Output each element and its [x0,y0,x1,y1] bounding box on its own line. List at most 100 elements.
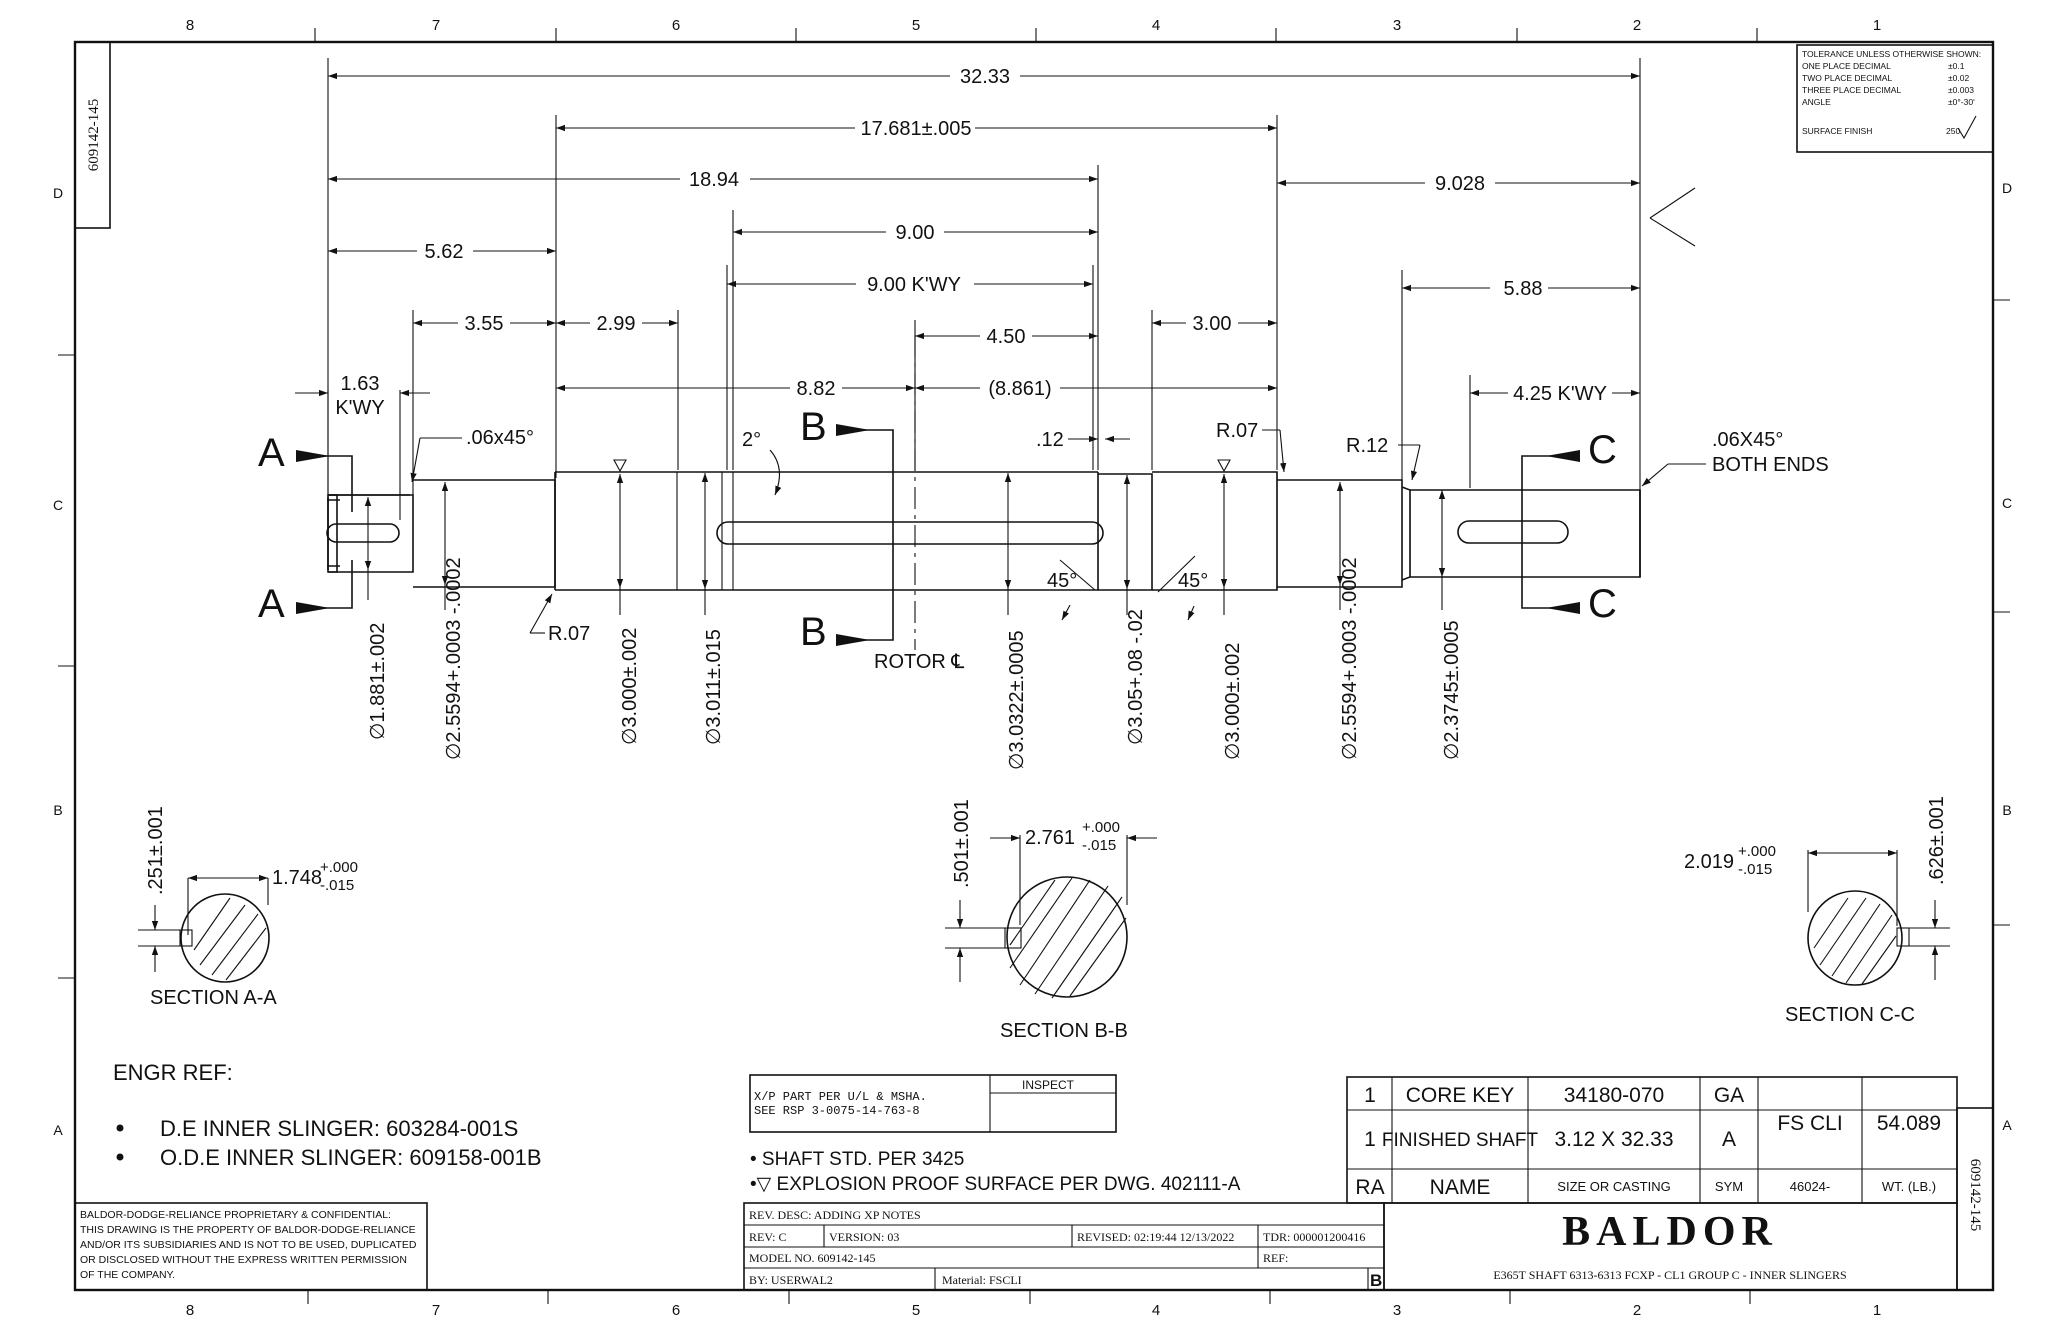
bom-header-weight: WT. (LB.) [1882,1179,1936,1194]
radius-r07-left: R.07 [548,623,590,645]
section-marker-b: B [800,610,827,654]
zone-label: 5 [912,1302,920,1319]
bom-qty: 1 [1364,1128,1376,1151]
model-number: MODEL NO. 609142-145 [749,1251,876,1265]
proprietary-notice: BALDOR-DODGE-RELIANCE PROPRIETARY & CONF… [74,1202,428,1291]
bom-header-sym: SYM [1715,1179,1743,1194]
surface-finish-icon [1957,115,1977,140]
bom-name: FINISHED SHAFT [1382,1130,1539,1151]
section-c-tol-up: +.000 [1738,843,1776,860]
dim-012: .12 [1036,429,1064,451]
dim-425-keyway: 4.25 K'WY [1513,383,1607,405]
zone-label: 4 [1152,1302,1160,1319]
tolerance-row-value: ±0.1 [1948,61,1965,71]
dia-25594-left: ∅2.5594+.0003 -.0002 [443,557,465,760]
section-b-dim-v: .501±.001 [951,799,973,888]
bom-header-name: NAME [1430,1176,1491,1199]
keyway-right [1457,520,1569,544]
bom-sym: GA [1714,1084,1744,1107]
zone-label: A [2002,1117,2012,1133]
section-c-title: SECTION C-C [1785,1004,1915,1026]
bom-header-mat: 46024- [1790,1179,1830,1194]
zone-label: D [2002,180,2012,196]
section-marker-a: A [258,582,285,626]
section-b-tol-up: +.000 [1082,819,1120,836]
keyway-left [326,523,400,543]
zone-label: 3 [1393,1302,1401,1319]
section-c-c: 2.019 +.000 -.015 .626±.001 SECTION C-C [1684,796,1950,1026]
bom-weight: 54.089 [1877,1112,1941,1135]
section-a-title: SECTION A-A [150,987,277,1009]
chamfer-note-c: .06X45° [1712,429,1783,451]
rev-version: VERSION: 03 [829,1230,899,1244]
section-b-dim-h: 2.761 [1025,827,1075,849]
section-a-dim-h: 1.748 [272,867,322,889]
tolerance-block: TOLERANCE UNLESS OTHERWISE SHOWN: ONE PL… [1796,44,1994,153]
section-a-dim-v: .251±.001 [145,806,167,895]
tolerance-row-label: ANGLE [1802,97,1831,107]
keyway-center [716,521,1104,545]
zone-label: 2 [1633,17,1641,34]
note-shaft-std: • SHAFT STD. PER 3425 [750,1149,964,1170]
dim-9028: 9.028 [1435,173,1485,195]
dim-1894: 18.94 [689,169,739,191]
dim-900: 9.00 [896,222,935,244]
bom-material: FS CLI [1777,1112,1842,1135]
xp-note-box: X/P PART PER U/L & MSHA. SEE RSP 3-0075-… [749,1074,1117,1133]
tolerance-row-label: ONE PLACE DECIMAL [1802,61,1891,71]
dim-163: 1.63 [341,373,380,395]
shaft-notes: • SHAFT STD. PER 3425 •▽ EXPLOSION PROOF… [750,1149,1241,1195]
diameter-dimensions: ∅1.881±.002 ∅2.5594+.0003 -.0002 ∅3.000±… [364,473,1463,770]
rev-date: REVISED: 02:19:44 12/13/2022 [1077,1230,1234,1244]
shaft-profile [326,471,1641,591]
dim-17681: 17.681±.005 [860,118,971,140]
company-logo: BALDOR [1562,1209,1778,1255]
dim-overall-length: 32.33 [960,66,1010,88]
zone-label: B [2002,802,2011,818]
zone-label: C [2002,495,2012,511]
section-b-tol-dn: -.015 [1082,837,1116,854]
side-zone-labels: D C B A D C B A [53,180,2012,1138]
tolerance-row-value: ±0.02 [1948,73,1969,83]
radius-r12: R.12 [1346,435,1388,457]
drawing-number: 609142-145 [1967,1159,1983,1232]
dim-882: 8.82 [797,378,836,400]
surface-finish-label: SURFACE FINISH [1802,126,1872,136]
section-a-tol-up: +.000 [320,859,358,876]
bottom-zone-labels: 8 7 6 5 4 3 2 1 [186,1302,1881,1319]
dia-305: ∅3.05+.08 -.02 [1125,609,1147,745]
section-c-dim-v: .626±.001 [1926,796,1948,885]
inspect-label: INSPECT [1022,1078,1075,1092]
zone-label: 1 [1873,17,1881,34]
bom-size: 34180-070 [1564,1084,1664,1107]
rev-letter: REV: C [749,1230,786,1244]
engineering-reference: ENGR REF: D.E INNER SLINGER: 603284-001S… [113,1060,542,1170]
angle-45-right: 45° [1178,570,1208,592]
section-markers: A A B B C C [258,405,1617,654]
engr-ref-title: ENGR REF: [113,1060,233,1085]
drawing-number-box-top: 609142-145 [74,41,111,229]
dim-300: 3.00 [1193,313,1232,335]
tolerance-row-label: TWO PLACE DECIMAL [1802,73,1892,83]
drawing-title: E365T SHAFT 6313-6313 FCXP - CL1 GROUP C… [1493,1268,1846,1282]
dia-1881: ∅1.881±.002 [367,623,389,740]
dim-900-keyway: 9.00 K'WY [867,274,961,296]
section-c-tol-dn: -.015 [1738,861,1772,878]
surface-finish-value: 250 [1946,126,1960,136]
zone-label: 8 [186,17,194,34]
dim-450: 4.50 [987,326,1026,348]
dim-355: 3.55 [465,313,504,335]
dim-163-keyway: K'WY [335,397,384,419]
proprietary-line: AND/OR ITS SUBSIDIARIES AND IS NOT TO BE… [80,1239,417,1251]
drawing-border [58,28,2010,1304]
rotor-centerline-label: ROTOR ℄ [874,651,964,673]
note-explosion-proof: •▽ EXPLOSION PROOF SURFACE PER DWG. 4021… [750,1174,1241,1195]
bom-header-qty: RA [1355,1176,1384,1199]
section-c-dim-h: 2.019 [1684,851,1734,873]
radius-r07-right: R.07 [1216,420,1258,442]
zone-label: 7 [432,1302,440,1319]
drawn-by: BY: USERWAL2 [749,1273,833,1287]
proprietary-line: BALDOR-DODGE-RELIANCE PROPRIETARY & CONF… [80,1209,391,1221]
dim-562: 5.62 [425,241,464,263]
